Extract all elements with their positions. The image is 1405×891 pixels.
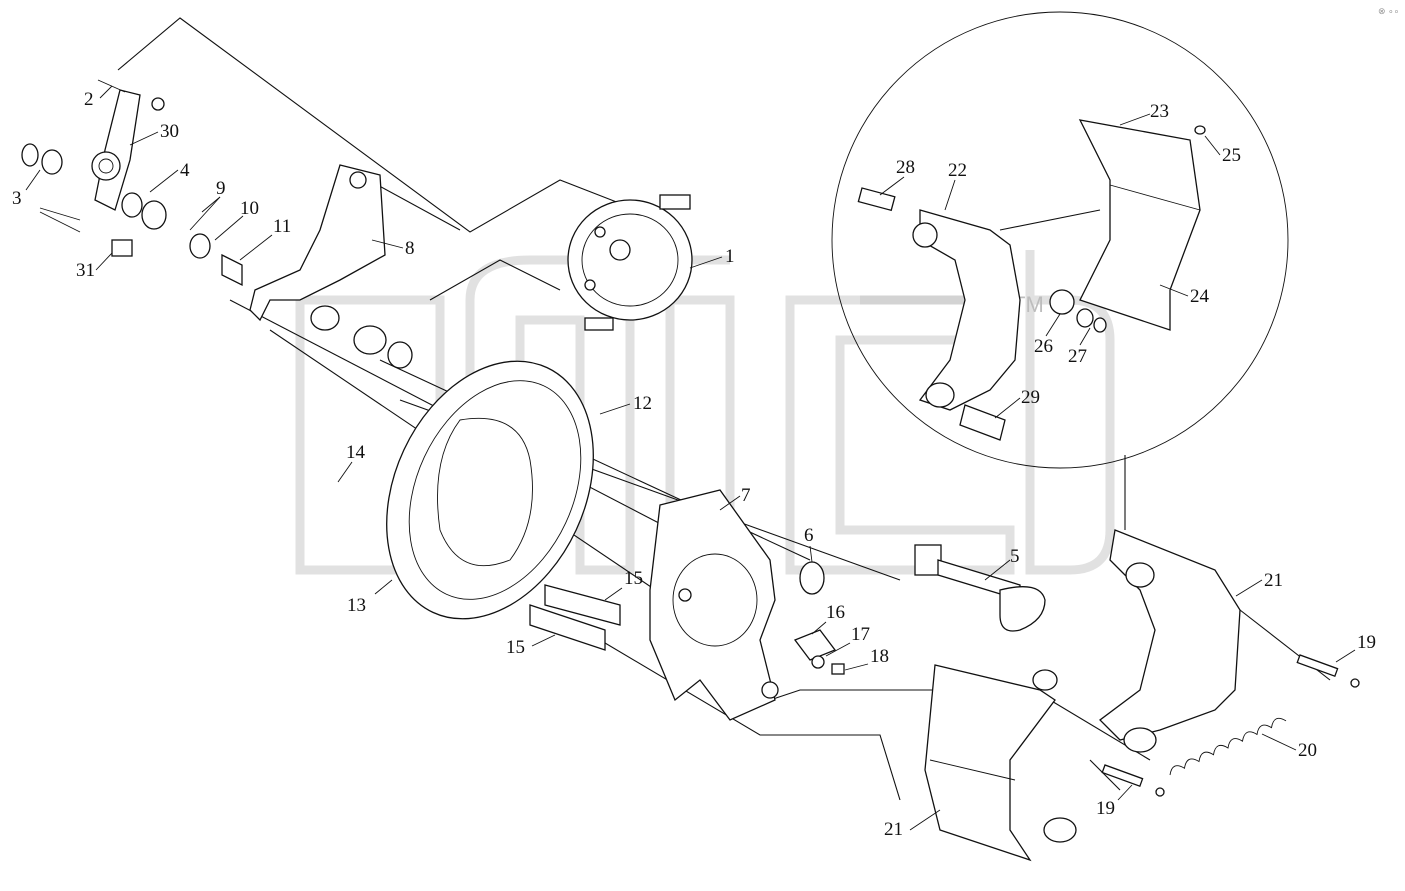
callout-8: 8 bbox=[405, 238, 415, 259]
callout-14: 14 bbox=[346, 442, 366, 463]
callout-10: 10 bbox=[240, 198, 259, 219]
detail-small-parts bbox=[857, 125, 1206, 441]
callout-30: 30 bbox=[160, 121, 179, 142]
callout-16: 16 bbox=[826, 602, 845, 623]
callout-27: 27 bbox=[1068, 346, 1087, 367]
callout-31: 31 bbox=[76, 260, 95, 281]
callout-29: 29 bbox=[1021, 387, 1040, 408]
roller-pins bbox=[1101, 654, 1360, 797]
callout-17: 17 bbox=[851, 624, 870, 645]
callout-21a: 21 bbox=[1264, 570, 1283, 591]
camshaft bbox=[914, 544, 1046, 632]
callout-26: 26 bbox=[1034, 336, 1053, 357]
callout-28: 28 bbox=[896, 157, 915, 178]
callout-5: 5 bbox=[1010, 546, 1020, 567]
callout-1: 1 bbox=[725, 246, 735, 267]
callout-19b: 19 bbox=[1096, 798, 1115, 819]
detail-circle bbox=[831, 11, 1289, 469]
callout-19a: 19 bbox=[1357, 632, 1376, 653]
callout-13: 13 bbox=[347, 595, 366, 616]
brake-shoe-right bbox=[1099, 529, 1241, 753]
return-spring bbox=[1169, 717, 1287, 776]
callout-12: 12 bbox=[633, 393, 652, 414]
brake-spider bbox=[649, 489, 779, 721]
slack-adjuster bbox=[91, 89, 141, 211]
callout-leaders bbox=[25, 85, 1356, 831]
callout-11: 11 bbox=[273, 216, 291, 237]
callout-18: 18 bbox=[870, 646, 889, 667]
callout-2: 2 bbox=[84, 89, 94, 110]
camshaft-bracket bbox=[249, 164, 413, 369]
callout-22: 22 bbox=[948, 160, 967, 181]
callout-7: 7 bbox=[741, 485, 751, 506]
callout-23: 23 bbox=[1150, 101, 1169, 122]
callout-15b: 15 bbox=[506, 637, 525, 658]
callout-labels: 1 2 3 4 5 6 7 8 9 10 11 12 13 14 15 15 1… bbox=[12, 89, 1376, 840]
callout-4: 4 bbox=[180, 160, 190, 181]
callout-21b: 21 bbox=[884, 819, 903, 840]
detail-shoe bbox=[912, 209, 1021, 411]
brake-shoe-lower bbox=[924, 664, 1077, 862]
seal-and-clips bbox=[793, 561, 845, 675]
brake-chamber bbox=[567, 194, 693, 331]
callout-24: 24 bbox=[1190, 286, 1210, 307]
callout-15a: 15 bbox=[624, 568, 643, 589]
left-small-parts bbox=[21, 79, 243, 287]
callout-6: 6 bbox=[804, 525, 814, 546]
corner-mark: ⊗ ∘∘ bbox=[1378, 6, 1399, 16]
callout-3: 3 bbox=[12, 188, 22, 209]
dust-shield bbox=[386, 360, 594, 620]
anchor-pins bbox=[529, 584, 621, 651]
callout-9: 9 bbox=[216, 178, 226, 199]
callout-25: 25 bbox=[1222, 145, 1241, 166]
detail-lining bbox=[1078, 119, 1201, 331]
callout-20: 20 bbox=[1298, 740, 1317, 761]
